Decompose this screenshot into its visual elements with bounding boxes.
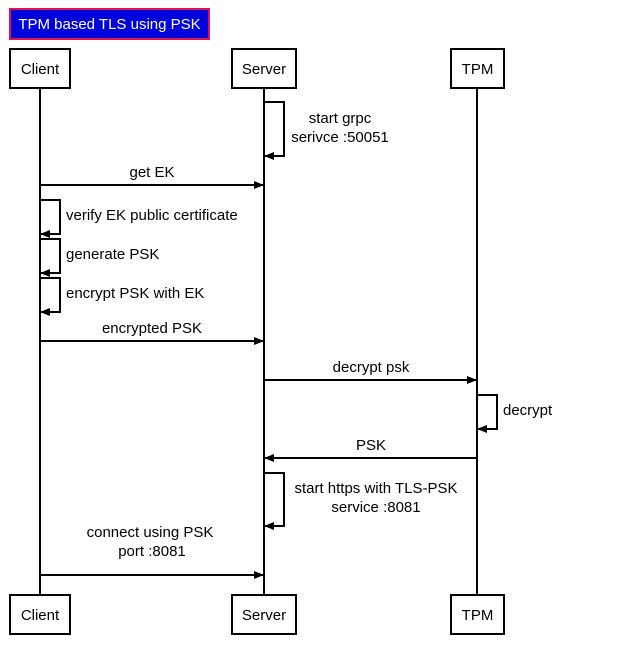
participant-client-bottom: Client: [9, 594, 71, 635]
message-server-to-tpm-decrypt-psk: decrypt psk: [264, 359, 477, 384]
message-label: get EK: [129, 164, 174, 181]
title-text: TPM based TLS using PSK: [18, 16, 200, 33]
participant-tpm-bottom: TPM: [450, 594, 505, 635]
participant-box: [9, 594, 71, 635]
participant-label: Client: [21, 607, 60, 624]
message-label: decrypt psk: [333, 359, 410, 376]
message-self-tpm-decrypt: decrypt: [477, 394, 553, 433]
message-label: start grpc: [309, 110, 372, 127]
message-tpm-to-server-psk: PSK: [264, 437, 477, 462]
participant-label: TPM: [462, 607, 494, 624]
message-label: decrypt: [503, 402, 553, 419]
message-label: connect using PSK: [87, 524, 214, 541]
participant-box: [9, 48, 71, 89]
participant-box: [231, 594, 297, 635]
message-label: start https with TLS-PSK: [294, 480, 457, 497]
self-arrow: [40, 199, 61, 238]
message-client-to-server-encrypted-psk: encrypted PSK: [40, 320, 264, 345]
message-client-to-server-get-ek: get EK: [40, 164, 264, 189]
self-arrow: [40, 277, 61, 316]
participant-label: Client: [21, 61, 60, 78]
message-label: serivce :50051: [291, 129, 389, 146]
message-self-client-verify-ek: verify EK public certificate: [40, 199, 238, 238]
participant-box: [450, 594, 505, 635]
participant-box: [450, 48, 505, 89]
self-arrow: [40, 238, 61, 277]
message-self-client-generate-psk: generate PSK: [40, 238, 159, 277]
participant-label: Server: [242, 607, 286, 624]
participant-label: TPM: [462, 61, 494, 78]
message-label: service :8081: [331, 499, 420, 516]
message-self-server-start-grpc: start grpc serivce :50051: [264, 101, 389, 160]
participant-label: Server: [242, 61, 286, 78]
message-label: encrypted PSK: [102, 320, 202, 337]
self-arrow: [477, 394, 498, 433]
participant-server-top: Server: [231, 48, 297, 89]
message-label: PSK: [356, 437, 386, 454]
participant-server-bottom: Server: [231, 594, 297, 635]
participant-tpm-top: TPM: [450, 48, 505, 89]
participant-box: [231, 48, 297, 89]
message-label: encrypt PSK with EK: [66, 285, 204, 302]
self-arrow: [264, 101, 285, 160]
message-label: verify EK public certificate: [66, 207, 238, 224]
message-self-server-start-https: start https with TLS-PSK service :8081: [264, 472, 458, 530]
message-label: generate PSK: [66, 246, 159, 263]
participant-client-top: Client: [9, 48, 71, 89]
title-box: [9, 8, 210, 40]
message-client-to-server-connect: connect using PSK port :8081: [40, 524, 264, 579]
self-arrow: [264, 472, 285, 530]
message-label: port :8081: [118, 543, 186, 560]
message-self-client-encrypt-psk: encrypt PSK with EK: [40, 277, 204, 316]
diagram-title: TPM based TLS using PSK: [9, 8, 210, 40]
